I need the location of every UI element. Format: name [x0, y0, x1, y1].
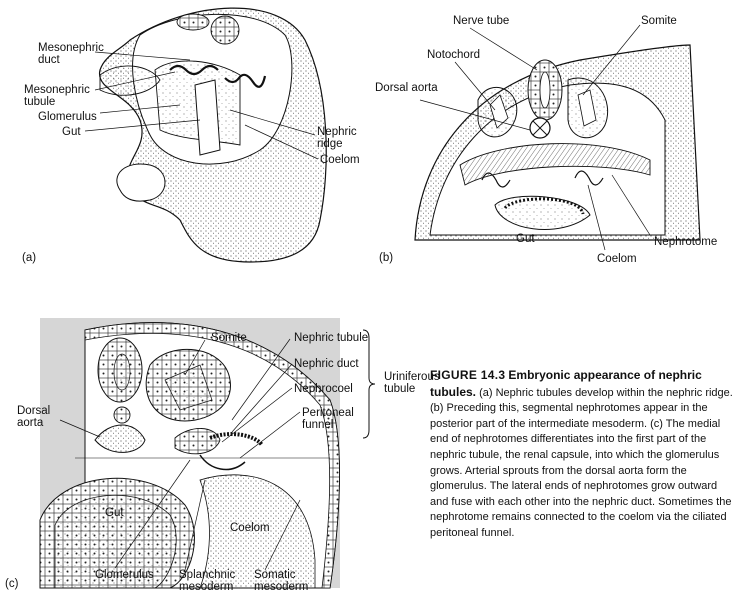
panel-a: Mesonephric duct Mesonephric tubule Glom… — [0, 0, 365, 270]
label-nephric-ridge: Nephric ridge — [317, 126, 357, 150]
label-somite-c: Somite — [211, 332, 247, 344]
label-coelom-c: Coelom — [230, 522, 270, 534]
label-notochord: Notochord — [427, 49, 481, 61]
panel-a-letter: (a) — [22, 252, 37, 264]
panel-c: Somite Nephric tubule Nephric duct Urini… — [0, 300, 440, 600]
label-nephrotome: Nephrotome — [654, 236, 718, 248]
label-gut-b: Gut — [516, 233, 535, 245]
panel-c-letter: (c) — [5, 578, 19, 590]
figure-caption: FIGURE 14.3 Embryonic appearance of neph… — [430, 368, 735, 542]
label-peritoneal-funnel: Peritoneal funnel — [302, 407, 354, 431]
label-nerve-tube: Nerve tube — [453, 15, 510, 27]
panel-c-drawing — [39, 318, 376, 589]
label-nephric-tubule: Nephric tubule — [294, 332, 369, 344]
label-nephrocoel: Nephrocoel — [294, 383, 353, 395]
label-gut-a: Gut — [62, 126, 81, 138]
panel-b-letter: (b) — [379, 252, 394, 264]
label-coelom-b: Coelom — [597, 253, 637, 265]
caption-figure-label: FIGURE 14.3 — [430, 368, 506, 382]
label-nephric-duct: Nephric duct — [294, 358, 359, 370]
label-dorsal-aorta-b: Dorsal aorta — [375, 82, 438, 94]
label-splanchnic-mesoderm: Splanchnic mesoderm — [179, 569, 236, 593]
label-coelom-a: Coelom — [320, 154, 360, 166]
label-mesonephric-tubule: Mesonephric tubule — [24, 84, 90, 108]
label-somite-b: Somite — [641, 15, 677, 27]
panel-b: Nerve tube Somite Notochord Dorsal aorta… — [365, 0, 738, 270]
panel-a-drawing — [84, 7, 327, 263]
label-uriniferous-tubule: Uriniferous tubule — [384, 371, 440, 395]
label-dorsal-aorta-c: Dorsal aorta — [17, 405, 51, 429]
label-somatic-mesoderm: Somatic mesoderm — [254, 569, 309, 593]
caption-title: Embryonic appearance of nephric tubules. — [430, 368, 702, 399]
label-mesonephric-duct: Mesonephric duct — [38, 42, 104, 66]
panel-b-drawing — [414, 24, 701, 251]
label-glomerulus-c: Glomerulus — [95, 569, 154, 581]
caption-body: (a) Nephric tubules develop within the n… — [430, 386, 733, 539]
label-glomerulus-a: Glomerulus — [38, 111, 97, 123]
label-gut-c: Gut — [105, 507, 124, 519]
